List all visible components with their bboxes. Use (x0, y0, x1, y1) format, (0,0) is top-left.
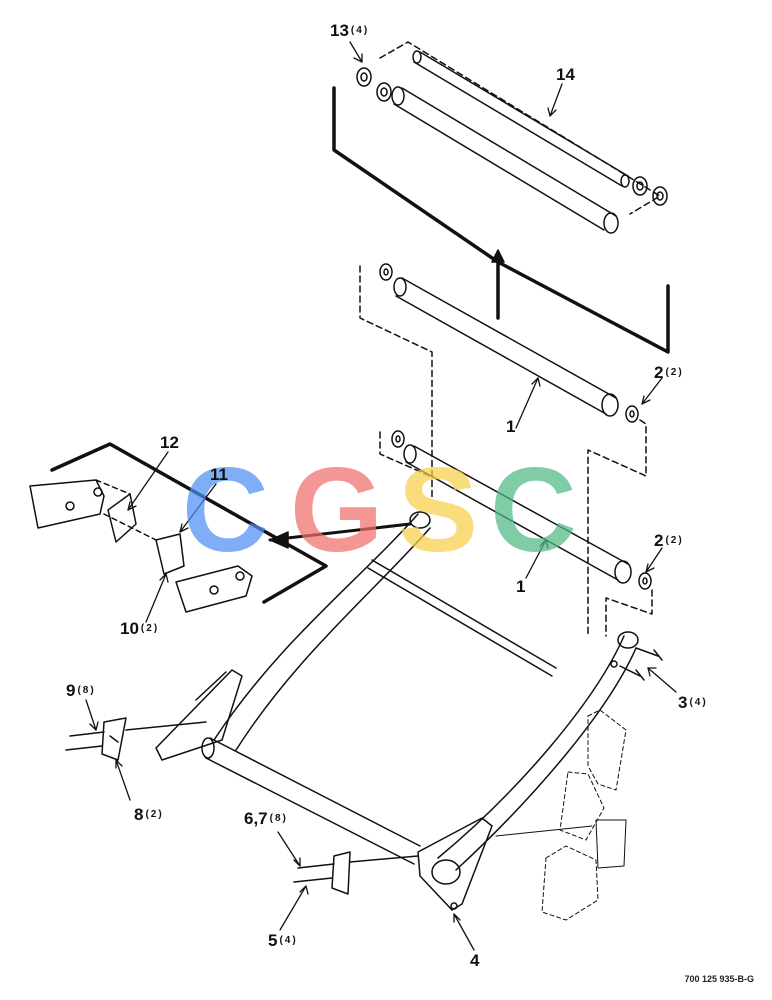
right-mount (495, 709, 627, 921)
callout-13: 13(4) (330, 21, 370, 40)
callout-3: 3(4) (678, 693, 708, 712)
upper-roller-assembly (356, 41, 668, 234)
callout-12: 12 (160, 433, 179, 452)
leader-lines (85, 41, 677, 951)
lower-roller (379, 430, 653, 637)
callout-4: 4 (470, 951, 480, 970)
callout-5: 5(4) (268, 931, 298, 950)
watermark-letter-4: C (490, 443, 577, 577)
callout-8: 8(2) (134, 805, 164, 824)
callout-1-lower: 1 (516, 577, 526, 596)
bolts-3 (619, 647, 663, 681)
callout-6-7: 6,7(8) (244, 809, 288, 828)
side-brackets (29, 479, 253, 613)
watermark-letter-2: G (290, 443, 384, 577)
watermark-letter-1: C (182, 443, 269, 577)
callout-2-upper: 2(2) (654, 363, 684, 382)
callout-2-lower: 2(2) (654, 531, 684, 550)
callout-1-upper: 1 (506, 417, 516, 436)
main-frame (155, 511, 639, 911)
watermark-letter-3: S (398, 443, 479, 577)
bearing-cap-right (293, 851, 419, 895)
middle-roller (359, 263, 647, 637)
bearing-cap-left (65, 717, 207, 761)
document-number: 700 125 935-B-G (684, 974, 754, 984)
callout-11: 11 (210, 465, 228, 484)
callout-9: 9(8) (66, 681, 96, 700)
callout-10: 10(2) (120, 619, 160, 638)
callout-14: 14 (556, 65, 575, 84)
